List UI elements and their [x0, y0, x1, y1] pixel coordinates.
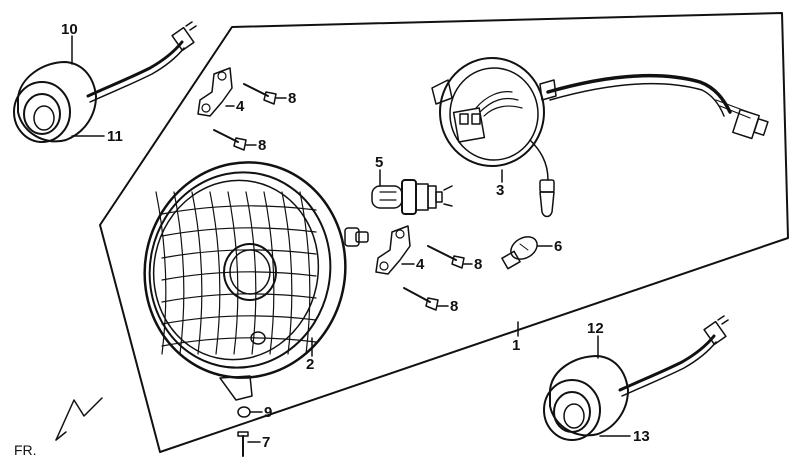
- callout-8-d: 8: [450, 298, 458, 315]
- headlight-lens-housing: [143, 161, 369, 401]
- washer: [237, 406, 251, 418]
- callout-8-a: 8: [288, 90, 296, 107]
- screw-upper-1: [243, 83, 277, 105]
- turn-signal-left: [13, 21, 197, 143]
- callout-7: 7: [262, 434, 270, 451]
- turn-signal-right: [543, 315, 729, 441]
- headlight-bulb: [371, 179, 453, 215]
- callout-8-c: 8: [474, 256, 482, 273]
- callout-4-upper: 4: [236, 98, 245, 115]
- screw-lower-1: [427, 245, 465, 269]
- callout-3: 3: [496, 182, 504, 199]
- callout-4-lower: 4: [416, 256, 425, 273]
- callout-10: 10: [61, 21, 78, 38]
- mounting-bracket-lower: [375, 225, 411, 275]
- bulb-socket-harness: [431, 57, 769, 218]
- callout-9: 9: [264, 404, 272, 421]
- callout-12: 12: [587, 320, 604, 337]
- callout-8-b: 8: [258, 137, 266, 154]
- callout-5: 5: [375, 154, 383, 171]
- direction-label: FR.: [14, 442, 37, 458]
- callout-6: 6: [554, 238, 562, 255]
- mounting-bracket-upper: [197, 67, 233, 117]
- front-direction-arrow-icon: [55, 397, 103, 441]
- assembly-boundary: [99, 12, 789, 453]
- callout-2: 2: [306, 356, 314, 373]
- position-bulb: [501, 236, 538, 270]
- callout-13: 13: [633, 428, 650, 445]
- screw-lower-2: [403, 287, 439, 311]
- callout-1: 1: [512, 337, 520, 354]
- screw-upper-2: [213, 129, 247, 151]
- callout-11: 11: [107, 128, 123, 145]
- bolt: [237, 431, 249, 457]
